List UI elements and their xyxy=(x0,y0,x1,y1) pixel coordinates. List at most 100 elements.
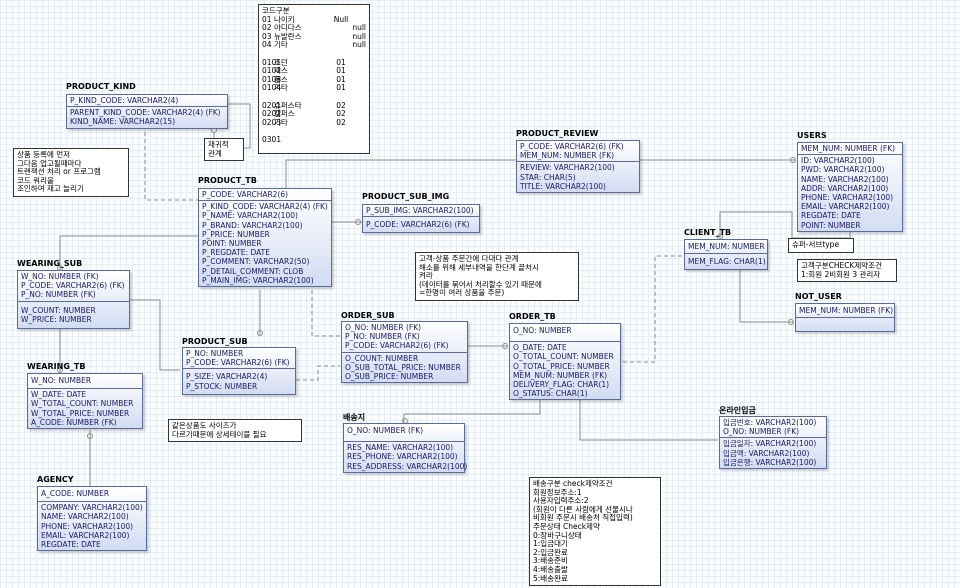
product-sub-key-0: P_NO: NUMBER xyxy=(186,349,244,358)
delivery-keys: O_NO: NUMBER (FK) xyxy=(344,424,464,441)
order-tb-entity[interactable]: O_NO: NUMBER O_DATE: DATE O_TOTAL_COUNT:… xyxy=(509,323,621,401)
product-kind-attr-1: KIND_NAME: VARCHAR2(15) xyxy=(70,117,176,127)
product-sub-attr-0: P_SIZE: VARCHAR2(4) xyxy=(186,372,268,382)
users-attr-2: NAME: VARCHAR2(100) xyxy=(801,174,889,184)
product-tb-keys: P_CODE: VARCHAR2(6) xyxy=(199,189,331,200)
client-check-note: 고객구분CHECK제약조건 1:회원 2비회원 3 관리자 xyxy=(797,259,897,283)
client-check-line-0: 고객구분CHECK제약조건 xyxy=(801,261,882,270)
delivery-note-line-9: 3:배송준비 xyxy=(533,556,568,566)
product-reg-line-2: 트랜잭션 처리 or 프로그램 xyxy=(17,167,101,177)
user-type-note: 슈퍼-서브type xyxy=(788,238,854,253)
order-note-line-4: =한명이 여러 상품을 주문) xyxy=(419,288,505,298)
client-tb-attr-0: MEM_FLAG: CHAR(1) xyxy=(688,257,766,267)
order-tb-title: ORDER_TB xyxy=(509,312,556,321)
product-kind-title: PRODUCT_KIND xyxy=(66,82,136,91)
delivery-note-line-8: 2:입금완료 xyxy=(533,547,568,557)
product-tb-attr-1: P_NAME: VARCHAR2(100) xyxy=(202,211,298,221)
order-sub-attr-2: O_SUB_PRICE: NUMBER xyxy=(345,371,434,381)
rel-order-delivery xyxy=(403,398,541,424)
product-sub-attr-1: P_STOCK: NUMBER xyxy=(186,381,258,391)
delivery-note-line-6: 0:장바구니상태 xyxy=(533,530,582,540)
product-tb-attr-7: P_DETAIL_COMMENT: CLOB xyxy=(202,266,304,276)
delivery-title: 배송지 xyxy=(343,413,366,422)
users-attr-3: ADDR: VARCHAR2(100) xyxy=(801,183,889,193)
product-review-key-1: MEM_NUM: NUMBER (FK) xyxy=(520,151,615,161)
order-sub-key-2: P_CODE: VARCHAR2(6) (FK) xyxy=(345,341,449,351)
delivery-attrs: RES_NAME: VARCHAR2(100) RES_PHONE: VARCH… xyxy=(344,441,467,472)
agency-attr-3: EMAIL: VARCHAR2(100) xyxy=(41,530,130,540)
self-ref-line-1: 관계 xyxy=(208,148,222,158)
product-sub-img-entity[interactable]: P_SUB_IMG: VARCHAR2(100) P_CODE: VARCHAR… xyxy=(362,204,480,234)
wearing-sub-key-2: P_NO: NUMBER (FK) xyxy=(21,290,96,300)
delivery-attr-1: RES_PHONE: VARCHAR2(100) xyxy=(347,452,458,462)
product-sub-entity[interactable]: P_NO: NUMBER P_CODE: VARCHAR2(6) (FK) P_… xyxy=(182,347,296,395)
rel-kind-product xyxy=(144,132,198,201)
product-kind-entity[interactable]: P_KIND_CODE: VARCHAR2(4) PARENT_KIND_COD… xyxy=(66,94,228,129)
code-table-title: 코드구분 xyxy=(262,6,290,15)
product-reg-line-0: 상품 등록에 먼저 xyxy=(17,150,71,159)
product-reg-line-4: 조인하여 재고 늘리기 xyxy=(17,184,84,194)
wearing-tb-attr-3: A_CODE: NUMBER (FK) xyxy=(31,417,117,427)
wearing-tb-entity[interactable]: W_NO: NUMBER W_DATE: DATE W_TOTAL_COUNT:… xyxy=(27,373,143,429)
product-kind-keys: P_KIND_CODE: VARCHAR2(4) xyxy=(67,95,227,106)
product-reg-note: 상품 등록에 먼저 그다음 업고될때마다 트랜잭션 처리 or 프로그램 코드 … xyxy=(13,148,129,197)
order-tb-attr-5: O_STATUS: CHAR(1) xyxy=(513,389,588,399)
order-relation-note: 고객-상품 주문간에 다대다 관계 해소를 위해 세부내역을 한단계 끝처시 켜… xyxy=(415,252,579,301)
wearing-sub-entity[interactable]: W_NO: NUMBER (FK) P_CODE: VARCHAR2(6) (F… xyxy=(17,270,130,329)
deposit-attrs: 입금일자: VARCHAR2(100) 입금액: VARCHAR2(100) 입… xyxy=(720,437,826,468)
wearing-sub-title: WEARING_SUB xyxy=(17,259,83,268)
product-sub-title: PRODUCT_SUB xyxy=(182,337,248,346)
rel-productsub-ordersub xyxy=(296,365,340,381)
rel-order-deposit xyxy=(579,398,718,441)
wearing-tb-attr-1: W_TOTAL_COUNT: NUMBER xyxy=(31,399,134,409)
order-tb-attr-0: O_DATE: DATE xyxy=(513,343,567,353)
order-sub-entity[interactable]: O_NO: NUMBER (FK) P_NO: NUMBER (FK) P_CO… xyxy=(341,321,468,384)
product-kind-key-0: P_KIND_CODE: VARCHAR2(4) xyxy=(70,96,179,105)
not-user-keys: MEM_NUM: NUMBER (FK) xyxy=(796,304,894,317)
client-tb-attrs: MEM_FLAG: CHAR(1) xyxy=(685,253,767,269)
wearing-sub-attr-1: W_PRICE: NUMBER xyxy=(21,314,92,324)
agency-attr-1: NAME: VARCHAR2(100) xyxy=(41,512,129,522)
deposit-keys: 입금번호: VARCHAR2(100) O_NO: NUMBER (FK) xyxy=(720,417,826,437)
product-review-attr-0: REVIEW: VARCHAR2(100) xyxy=(520,163,615,173)
order-note-line-0: 고객-상품 주문간에 다대다 관계 xyxy=(419,254,519,263)
users-attr-6: REGDATE: DATE xyxy=(801,211,861,221)
product-tb-attr-0: P_KIND_CODE: VARCHAR2(4) (FK) xyxy=(202,202,328,212)
order-sub-keys: O_NO: NUMBER (FK) P_NO: NUMBER (FK) P_CO… xyxy=(342,322,467,352)
delivery-note-line-3: (회원이 다른 사람에게 선물시나 xyxy=(533,504,633,514)
order-tb-attrs: O_DATE: DATE O_TOTAL_COUNT: NUMBER O_TOT… xyxy=(510,341,620,399)
product-review-title: PRODUCT_REVIEW xyxy=(516,129,599,138)
product-sub-img-key-0: P_SUB_IMG: VARCHAR2(100) xyxy=(366,206,474,215)
delivery-entity[interactable]: O_NO: NUMBER (FK) RES_NAME: VARCHAR2(100… xyxy=(343,423,467,473)
product-tb-entity[interactable]: P_CODE: VARCHAR2(6) P_KIND_CODE: VARCHAR… xyxy=(198,188,332,287)
users-entity[interactable]: MEM_NUM: NUMBER (FK) ID: VARCHAR2(100) P… xyxy=(797,142,903,232)
size-note-line-1: 다르기때문에 상세테이블 필요 xyxy=(172,429,267,439)
product-sub-attrs: P_SIZE: VARCHAR2(4) P_STOCK: NUMBER xyxy=(183,368,295,393)
not-user-title: NOT_USER xyxy=(795,292,842,301)
order-tb-attr-3: MEM_NUM: NUMBER (FK) xyxy=(513,370,608,380)
agency-entity[interactable]: A_CODE: NUMBER COMPANY: VARCHAR2(100) NA… xyxy=(37,486,147,552)
not-user-attrs xyxy=(796,317,894,331)
rel-client-order xyxy=(620,255,682,363)
order-sub-attrs: O_COUNT: NUMBER O_SUB_TOTAL_PRICE: NUMBE… xyxy=(342,351,467,383)
product-reg-line-3: 코드 쿼리을 xyxy=(17,175,54,185)
delivery-note-line-4: 비회원 주문시 배송처 직접입력) xyxy=(533,513,633,523)
users-attr-1: PWD: VARCHAR2(100) xyxy=(801,165,885,175)
client-tb-entity[interactable]: MEM_NUM: NUMBER MEM_FLAG: CHAR(1) xyxy=(684,239,768,271)
product-kind-attrs: PARENT_KIND_CODE: VARCHAR2(4) (FK) KIND_… xyxy=(67,106,227,127)
deposit-entity[interactable]: 입금번호: VARCHAR2(100) O_NO: NUMBER (FK) 입금… xyxy=(719,416,827,469)
agency-attr-2: PHONE: VARCHAR2(100) xyxy=(41,521,134,531)
product-tb-attr-8: P_MAIN_IMG: VARCHAR2(100) xyxy=(202,275,314,285)
delivery-note-line-5: 주문상태 Check제약 xyxy=(533,521,600,531)
users-key-0: MEM_NUM: NUMBER (FK) xyxy=(801,144,896,153)
product-reg-line-1: 그다음 업고될때마다 xyxy=(17,158,82,168)
product-review-attrs: REVIEW: VARCHAR2(100) STAR: CHAR(5) TITL… xyxy=(517,161,639,192)
product-review-entity[interactable]: P_CODE: VARCHAR2(6) (FK) MEM_NUM: NUMBER… xyxy=(516,140,640,193)
not-user-entity[interactable]: MEM_NUM: NUMBER (FK) xyxy=(795,303,895,333)
self-ref-line-0: 재귀적 xyxy=(208,140,229,149)
